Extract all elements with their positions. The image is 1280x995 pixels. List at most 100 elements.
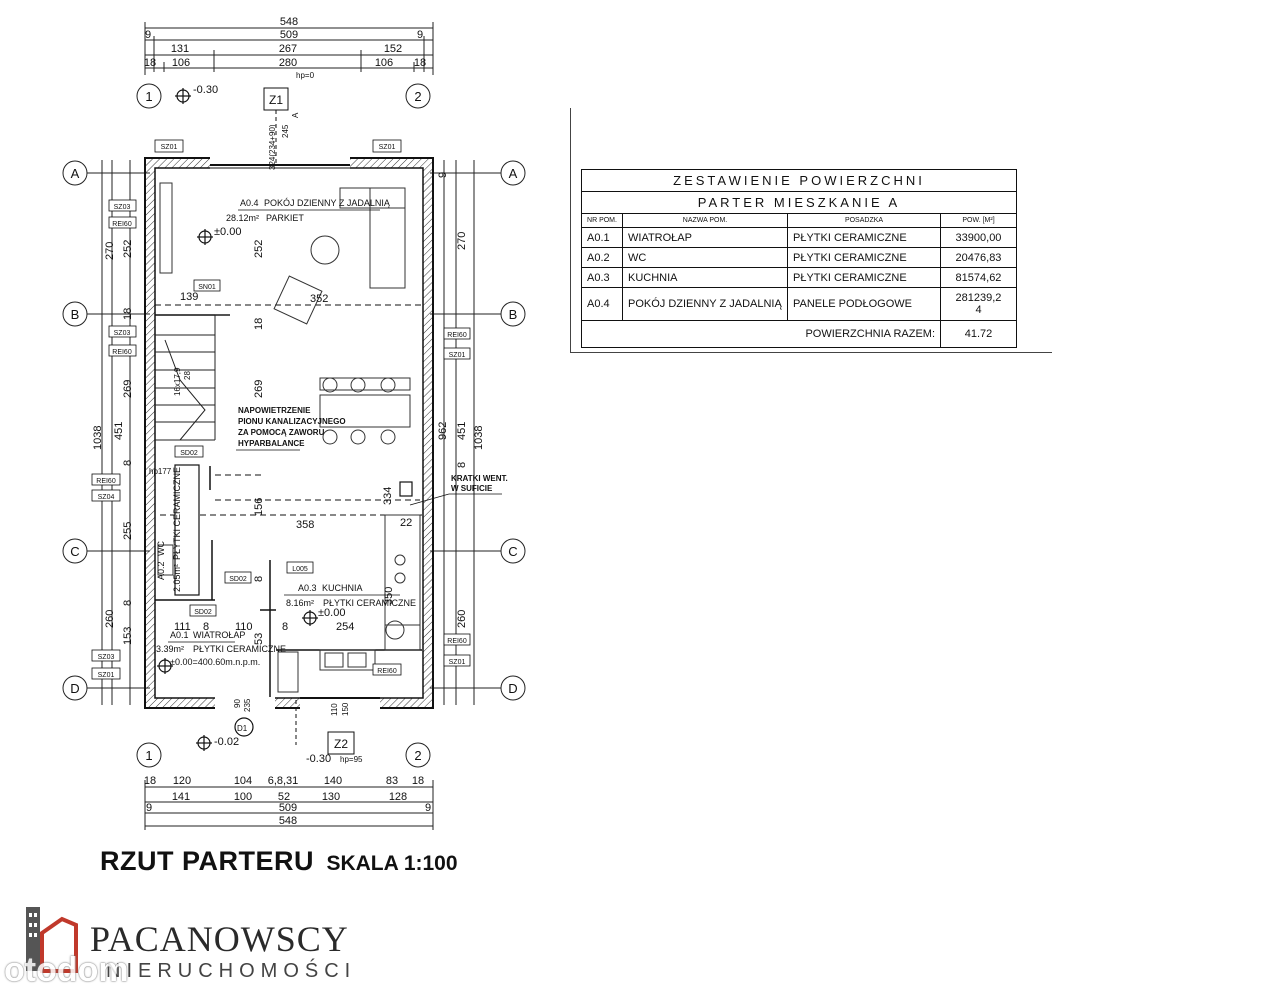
tag-sd02-b: SD02 — [229, 576, 247, 583]
door-d1: D1 — [237, 724, 248, 733]
room-a01-number: A0.1 — [170, 630, 189, 640]
room-a03: A0.3 KUCHNIA 8.16m² PŁYTKI CERAMICZNE — [284, 583, 416, 608]
level-labels: -0.30 ±0.00 -0.02 -0.30 ±0.00 D1 — [193, 84, 345, 765]
dim-left-255: 255 — [122, 522, 134, 540]
dim-bottom-6831: 6,8,31 — [268, 775, 299, 787]
table-title: ZESTAWIENIE POWIERZCHNI — [581, 169, 1017, 192]
dim-right-451: 451 — [456, 422, 468, 440]
dim-inner-18: 18 — [253, 318, 265, 330]
dim-bottom-9a: 9 — [146, 802, 152, 814]
element-tags — [91, 139, 471, 680]
note-grille-2: W SUFICIE — [451, 484, 493, 493]
logo-brand: PACANOWSCY — [90, 919, 349, 959]
dim-left-18: 18 — [122, 308, 134, 320]
agency-logo: PACANOWSCY NIERUCHOMOŚCI otodom — [4, 903, 390, 995]
note-vent-2: PIONU KANALIZACYJNEGO — [238, 417, 346, 426]
furniture — [157, 182, 421, 693]
table-frame-left — [570, 108, 571, 352]
dim-left-153: 153 — [122, 627, 134, 645]
dim-inner-8a: 8 — [203, 621, 209, 633]
cell-name: WIATROŁAP — [622, 227, 788, 248]
note-vent-4: HYPARBALANCE — [238, 439, 305, 448]
dim-top-152: 152 — [384, 43, 402, 55]
grid-row-b-right: B — [509, 307, 518, 322]
top-dimensions: 548 9 509 9 131 267 152 18 106 280 106 1… — [144, 16, 426, 69]
dim-inner-28: 28 — [183, 371, 192, 380]
grid-column-labels: 1 2 1 2 — [145, 89, 421, 763]
room-a03-area: 8.16m² — [286, 598, 314, 608]
tag-sz03-a: SZ03 — [114, 204, 131, 211]
stairs — [155, 314, 230, 441]
table-subtitle-row: PARTER MIESZKANIE A — [581, 191, 1017, 214]
dim-inner-stairs: 16x17,9 — [173, 367, 182, 396]
dim-inner-269: 269 — [253, 380, 265, 398]
table-total-row: POWIERZCHNIA RAZEM: 41.72 — [581, 320, 1017, 348]
dim-bottom-120: 120 — [173, 775, 191, 787]
dim-inner-hp177: hp177 — [149, 467, 172, 476]
dim-inner-8c: 8 — [253, 576, 265, 582]
room-a02: A0.2 WC 2.05m² PŁYTKI CERAMICZNE — [156, 467, 182, 592]
dim-bottom-9b: 9 — [425, 802, 431, 814]
inner-dimensions: 139 352 18 269 252 16x17,9 28 156 358 33… — [149, 240, 412, 716]
level-bottom: -0.30 — [306, 753, 331, 765]
table-header-row: NR POM. NAZWA POM. POSADZKA POW. [M²] — [581, 213, 1017, 228]
level-markers — [157, 88, 318, 751]
dim-inner-252: 252 — [253, 240, 265, 258]
z-labels: Z1 Z2 hp=0 hp=95 324(234+90) 245 A — [268, 71, 363, 764]
room-a04-floor: PARKIET — [266, 213, 304, 223]
dim-top-106a: 106 — [172, 57, 190, 69]
dim-inner-90: 90 — [233, 699, 242, 708]
cell-nr: A0.4 — [581, 287, 623, 321]
plan-caption: RZUT PARTERU SKALA 1:100 — [100, 846, 458, 877]
grid-row-d-left: D — [70, 681, 79, 696]
watermark: otodom — [4, 951, 129, 989]
dim-inner-139: 139 — [180, 291, 198, 303]
dim-bottom-18a: 18 — [144, 775, 156, 787]
dim-inner-334: 334 — [382, 487, 394, 505]
room-a01-name: WIATROŁAP — [193, 630, 245, 640]
side-dimension-lines — [101, 160, 475, 705]
room-a01-floor: PŁYTKI CERAMICZNE — [193, 644, 286, 654]
dim-top-total: 548 — [280, 16, 298, 28]
dim-bottom-128: 128 — [389, 791, 407, 803]
dim-left-8: 8 — [122, 460, 134, 466]
table-row: A0.4 POKÓJ DZIENNY Z JADALNIĄ PANELE POD… — [581, 287, 1017, 321]
dim-right-1038: 1038 — [473, 426, 485, 450]
room-a03-number: A0.3 — [298, 583, 317, 593]
dim-bottom-104: 104 — [234, 775, 252, 787]
cell-area: 281239,2 4 — [940, 287, 1017, 321]
table-frame-bottom — [570, 352, 1052, 353]
room-a03-floor: PŁYTKI CERAMICZNE — [323, 598, 416, 608]
tag-sd02-a: SD02 — [180, 450, 198, 457]
room-a03-name: KUCHNIA — [322, 583, 363, 593]
cell-nr: A0.2 — [581, 247, 623, 268]
z2-label: Z2 — [334, 737, 348, 751]
dim-inner-150: 150 — [341, 702, 350, 716]
dim-bottom-548: 548 — [279, 815, 297, 827]
cell-area: 81574,62 — [940, 267, 1017, 288]
cell-floor: PŁYTKI CERAMICZNE — [787, 267, 941, 288]
dim-inner-22: 22 — [400, 517, 412, 529]
dim-top-131: 131 — [171, 43, 189, 55]
table-row: A0.3 KUCHNIA PŁYTKI CERAMICZNE 81574,62 — [581, 267, 1017, 288]
dim-inner-358: 358 — [296, 519, 314, 531]
tag-rei60-f: SZ03 — [98, 654, 115, 661]
tag-rei60-e: REI60 — [447, 638, 467, 645]
note-grille-1: KRATKI WENT. — [451, 474, 508, 483]
grid-row-b-left: B — [71, 307, 80, 322]
dim-inner-53: 53 — [253, 633, 265, 645]
top-dimension-lines — [144, 22, 434, 75]
col-header-nr: NR POM. — [581, 213, 623, 228]
dim-bottom-509: 509 — [279, 802, 297, 814]
dim-inner-110b: 110 — [330, 703, 339, 716]
grid-row-a-right: A — [509, 166, 518, 181]
cell-area: 20476,83 — [940, 247, 1017, 268]
logo-mark-icon — [26, 907, 78, 973]
dim-bottom-52: 52 — [278, 791, 290, 803]
dim-inner-350: 350 — [383, 587, 395, 605]
total-label: POWIERZCHNIA RAZEM: — [787, 320, 941, 348]
left-dimensions: 270 252 18 269 1038 451 8 255 260 153 8 — [92, 240, 134, 645]
interior-walls — [155, 304, 422, 697]
tag-sz01-a: SZ01 — [161, 144, 178, 151]
